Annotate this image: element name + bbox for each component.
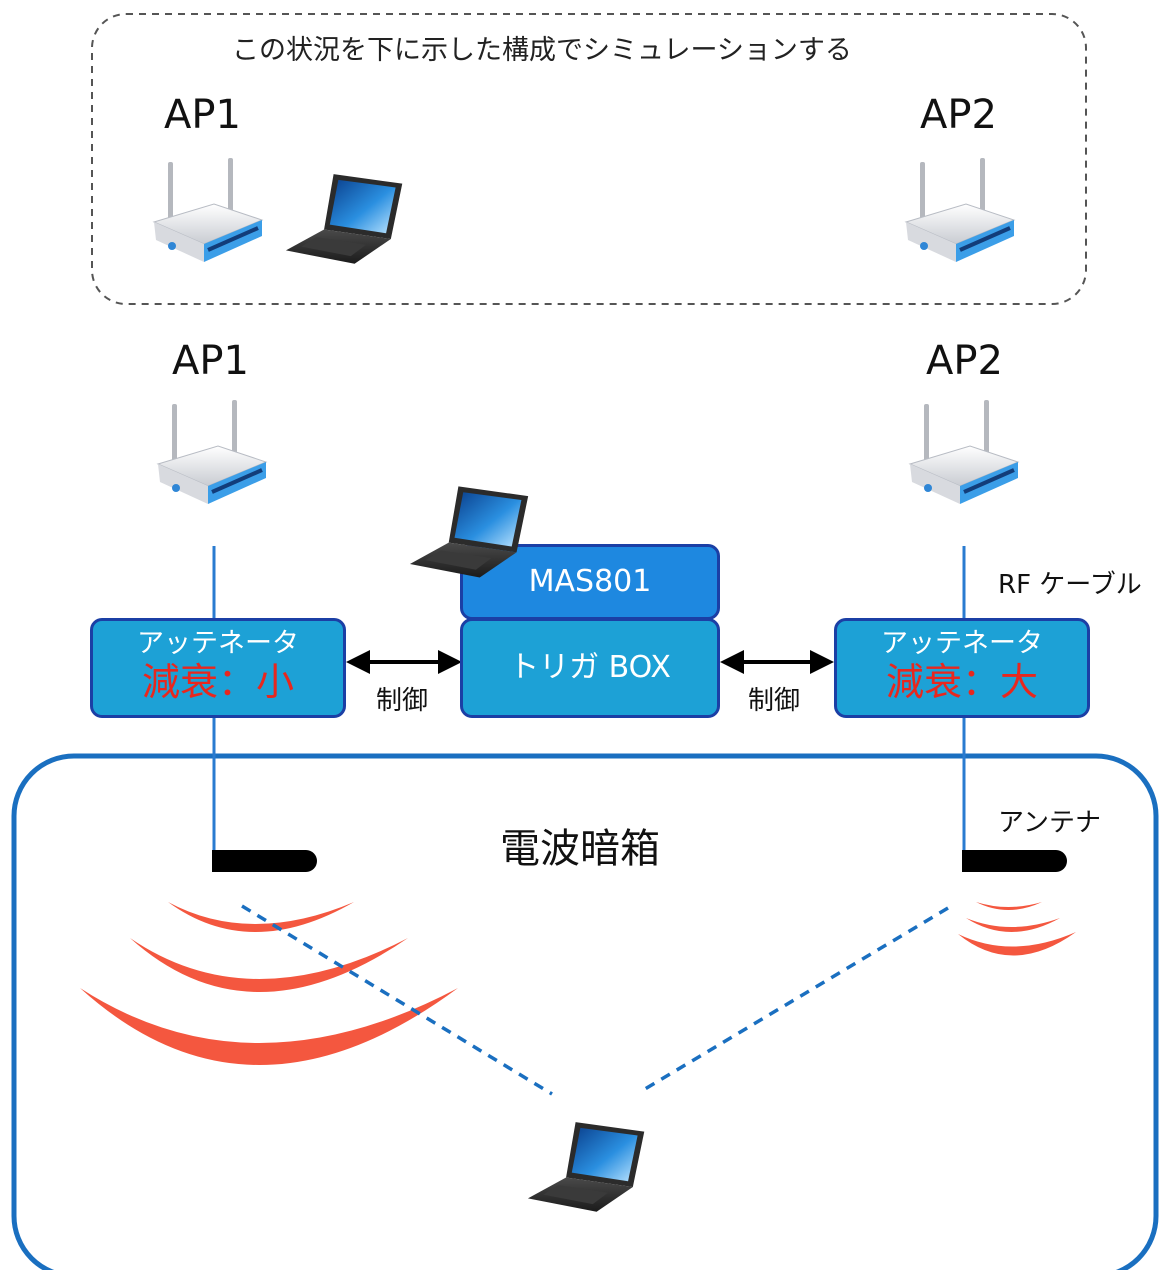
- scenario-caption: この状況を下に示した構成でシミュレーションする: [232, 35, 852, 66]
- radio-wave-right-weak: [958, 902, 1076, 956]
- ap1-router-icon: [152, 158, 264, 264]
- antenna-left: [212, 850, 317, 872]
- antenna-label: アンテナ: [998, 808, 1101, 838]
- control-arrow-right: [720, 650, 834, 674]
- attenuator-right: アッテネータ 減衰：大: [834, 618, 1090, 718]
- mas801-label: MAS801: [528, 564, 652, 599]
- attenuator-left-title: アッテネータ: [137, 628, 299, 659]
- ap2-label: AP2: [920, 92, 997, 138]
- ap2-router-icon: [908, 400, 1020, 506]
- scenario-panel: [91, 13, 1087, 305]
- radio-wave-left-strong: [80, 902, 458, 1065]
- attenuator-right-title: アッテネータ: [881, 628, 1043, 659]
- ap2-router-icon: [904, 158, 1016, 264]
- attenuator-left: アッテネータ 減衰：小: [90, 618, 346, 718]
- control-label-right: 制御: [748, 686, 801, 716]
- client-laptop-icon: [527, 1122, 645, 1212]
- control-label-left: 制御: [376, 686, 429, 716]
- shield-box-label: 電波暗箱: [500, 826, 660, 872]
- controller-laptop-icon: [409, 486, 529, 578]
- ap1-label: AP1: [164, 92, 241, 138]
- attenuation-large-label: 減衰：大: [885, 660, 1038, 704]
- shield-box: [11, 753, 1159, 1270]
- ap2-label: AP2: [926, 338, 1003, 384]
- trigger-label: トリガ BOX: [509, 650, 671, 685]
- trigger-box: トリガ BOX: [460, 618, 720, 718]
- antenna-right: [962, 850, 1067, 872]
- client-laptop-icon: [285, 174, 403, 264]
- signal-path-ap1: [241, 904, 553, 1096]
- ap1-label: AP1: [172, 338, 249, 384]
- attenuation-small-label: 減衰：小: [141, 660, 294, 704]
- control-arrow-left: [346, 650, 462, 674]
- rf-cable-label: RF ケーブル: [998, 570, 1142, 600]
- ap1-router-icon: [156, 400, 268, 506]
- signal-path-ap2: [639, 906, 949, 1094]
